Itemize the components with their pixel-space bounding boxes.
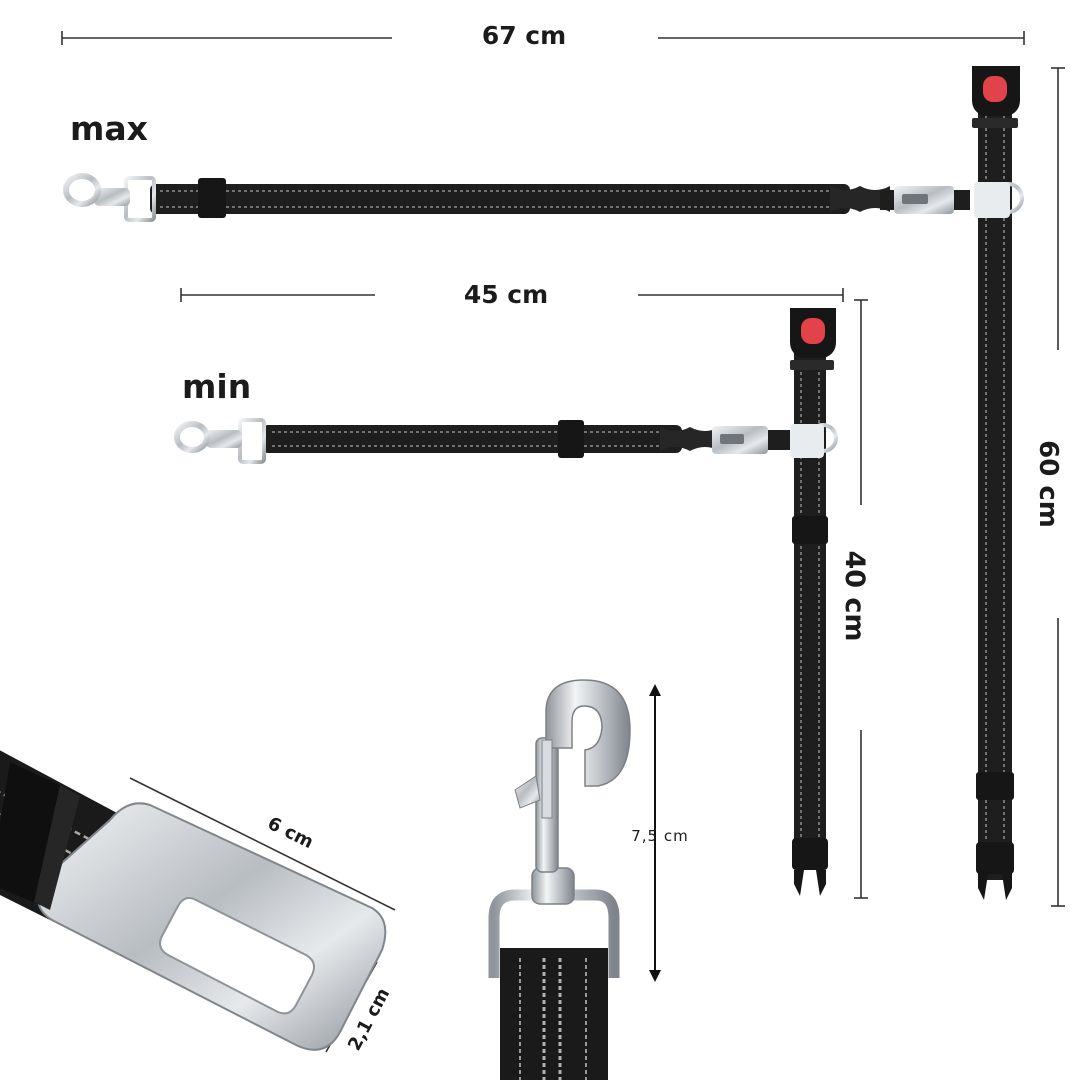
min-drop-label: 40 cm xyxy=(839,550,870,641)
min-label: min xyxy=(182,367,251,406)
snap-hook-closeup-icon xyxy=(488,679,631,1080)
seatbelt-clip-icon xyxy=(0,750,387,1051)
max-snap-hook-icon xyxy=(63,173,130,207)
max-buckle-top-icon xyxy=(972,66,1020,128)
max-slider-icon xyxy=(198,178,226,218)
min-leash xyxy=(174,308,838,896)
min-length-label: 45 cm xyxy=(464,280,548,309)
max-drop-label: 60 cm xyxy=(1033,440,1063,528)
max-buckle-bottom-icon xyxy=(976,842,1014,900)
min-buckle-top-icon xyxy=(790,308,836,370)
hook-length-label: 7,5 cm xyxy=(631,827,688,845)
max-label: max xyxy=(70,109,148,148)
min-buckle-bottom-icon xyxy=(792,838,828,896)
min-slider-icon xyxy=(558,420,584,458)
max-leash xyxy=(63,66,1024,900)
clip-length-label: 6 cm xyxy=(264,813,317,853)
max-length-label: 67 cm xyxy=(482,21,566,50)
min-snap-hook-icon xyxy=(174,421,242,453)
